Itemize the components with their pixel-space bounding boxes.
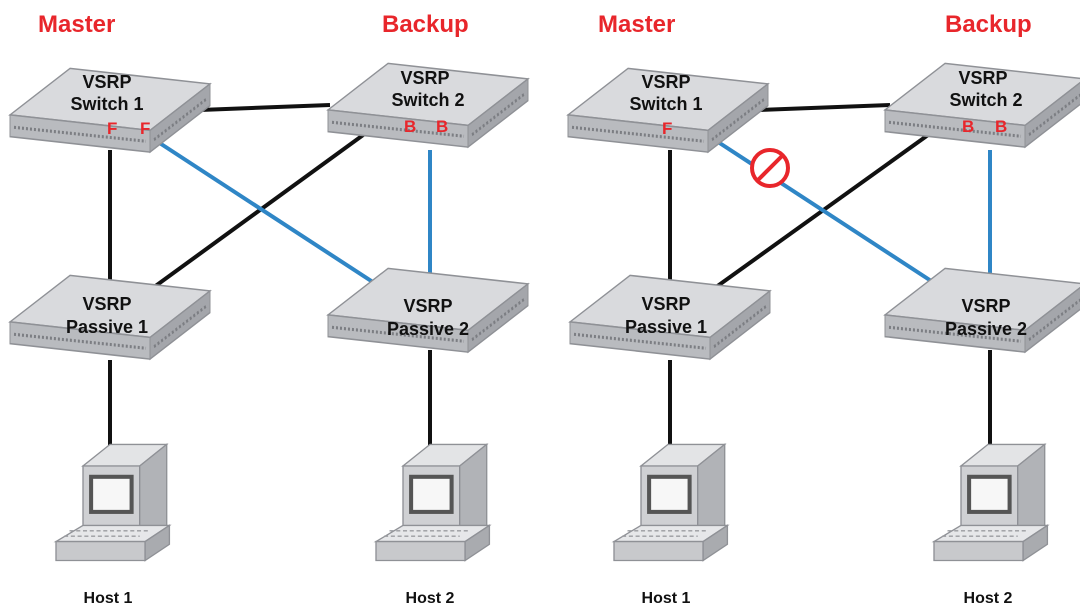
switch2-port-blocking: B — [995, 117, 1007, 136]
switch2-port-blocking: B — [962, 117, 974, 136]
switch2-line1: VSRP — [958, 68, 1007, 88]
switch1-port-forward: F — [662, 119, 672, 138]
switch2-port-blocking: B — [436, 117, 448, 136]
master-label: Master — [598, 11, 675, 38]
switch2-line2: Switch 2 — [391, 90, 464, 110]
host2-label: Host 2 — [406, 590, 455, 607]
switch1-port-forward: F — [140, 119, 150, 138]
switch1-line1: VSRP — [641, 72, 690, 92]
computer-icon — [934, 444, 1047, 560]
passive2-line1: VSRP — [961, 296, 1010, 316]
no-entry-icon — [750, 148, 790, 188]
link-switch1-switch2 — [759, 103, 891, 112]
link-switch1-switch2 — [199, 103, 331, 112]
right-diagram: Master Backup VSRP Switch 1 F VSRP Switc… — [566, 11, 1080, 607]
host1-label: Host 1 — [84, 590, 133, 607]
computer-icon — [614, 444, 727, 560]
backup-label: Backup — [382, 11, 469, 38]
switch2-line1: VSRP — [400, 68, 449, 88]
link-switch1-passive2 — [153, 138, 387, 292]
left-diagram: Master Backup VSRP Switch 1 F F VSRP Swi… — [8, 11, 530, 607]
passive1-line2: Passive 1 — [625, 317, 707, 337]
passive1-line1: VSRP — [641, 294, 690, 314]
link-switch1-passive2-blocked — [713, 138, 947, 292]
link-switch2-passive1 — [703, 128, 937, 297]
computer-icon — [376, 444, 489, 560]
switch1-line2: Switch 1 — [629, 94, 702, 114]
passive2-line2: Passive 2 — [945, 319, 1027, 339]
passive1-line1: VSRP — [82, 294, 131, 314]
passive2-line1: VSRP — [403, 296, 452, 316]
backup-label: Backup — [945, 11, 1032, 38]
host1-label: Host 1 — [642, 590, 691, 607]
switch1-line1: VSRP — [82, 72, 131, 92]
passive2-line2: Passive 2 — [387, 319, 469, 339]
computer-icon — [56, 444, 169, 560]
passive1-line2: Passive 1 — [66, 317, 148, 337]
switch2-port-blocking: B — [404, 117, 416, 136]
switch2-line2: Switch 2 — [949, 90, 1022, 110]
switch1-line2: Switch 1 — [70, 94, 143, 114]
host2-label: Host 2 — [964, 590, 1013, 607]
master-label: Master — [38, 11, 115, 38]
switch1-port-forward: F — [107, 119, 117, 138]
